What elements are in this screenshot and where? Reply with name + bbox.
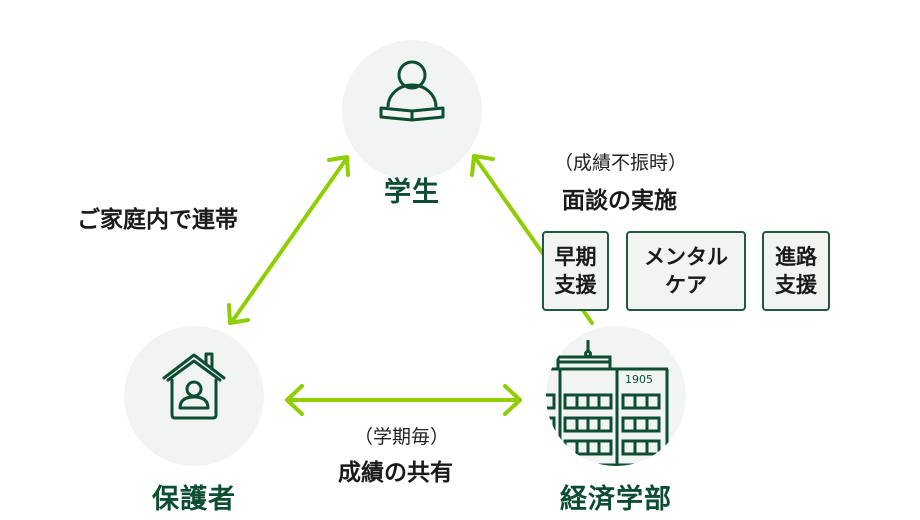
arrowhead-faculty bbox=[503, 384, 522, 416]
support-box-line1: 早期 bbox=[554, 245, 597, 269]
guardian-label: 保護者 bbox=[152, 484, 236, 515]
support-box-line1: メンタル bbox=[644, 245, 728, 269]
support-box-line2: 支援 bbox=[775, 273, 817, 297]
guardian-student-link-label: ご家庭内で連帯 bbox=[77, 207, 238, 233]
guardian-faculty-link-sub: （学期毎） bbox=[354, 426, 450, 448]
arrowhead-student-right bbox=[470, 154, 495, 177]
faculty-student-link-label: 面談の実施 bbox=[562, 188, 677, 214]
arrowhead-guardian bbox=[227, 303, 250, 325]
arrow-guardian-student bbox=[229, 156, 349, 325]
faculty-student-link-sub: （成績不振時） bbox=[554, 152, 688, 174]
support-box-line2: 支援 bbox=[554, 273, 597, 297]
support-box-line1: 進路 bbox=[775, 245, 817, 269]
arrowhead-student-left bbox=[327, 155, 350, 177]
arrowhead-guardian-right bbox=[285, 384, 304, 416]
building-year: 1905 bbox=[625, 373, 653, 386]
support-box-mental: メンタルケア bbox=[626, 231, 746, 311]
support-box-line2: ケア bbox=[665, 273, 707, 297]
faculty-label: 経済学部 bbox=[560, 484, 672, 515]
guardian-faculty-link-label: 成績の共有 bbox=[338, 460, 453, 486]
support-box-career: 進路支援 bbox=[762, 231, 830, 311]
student-label: 学生 bbox=[384, 177, 440, 208]
support-box-early: 早期支援 bbox=[542, 231, 609, 311]
